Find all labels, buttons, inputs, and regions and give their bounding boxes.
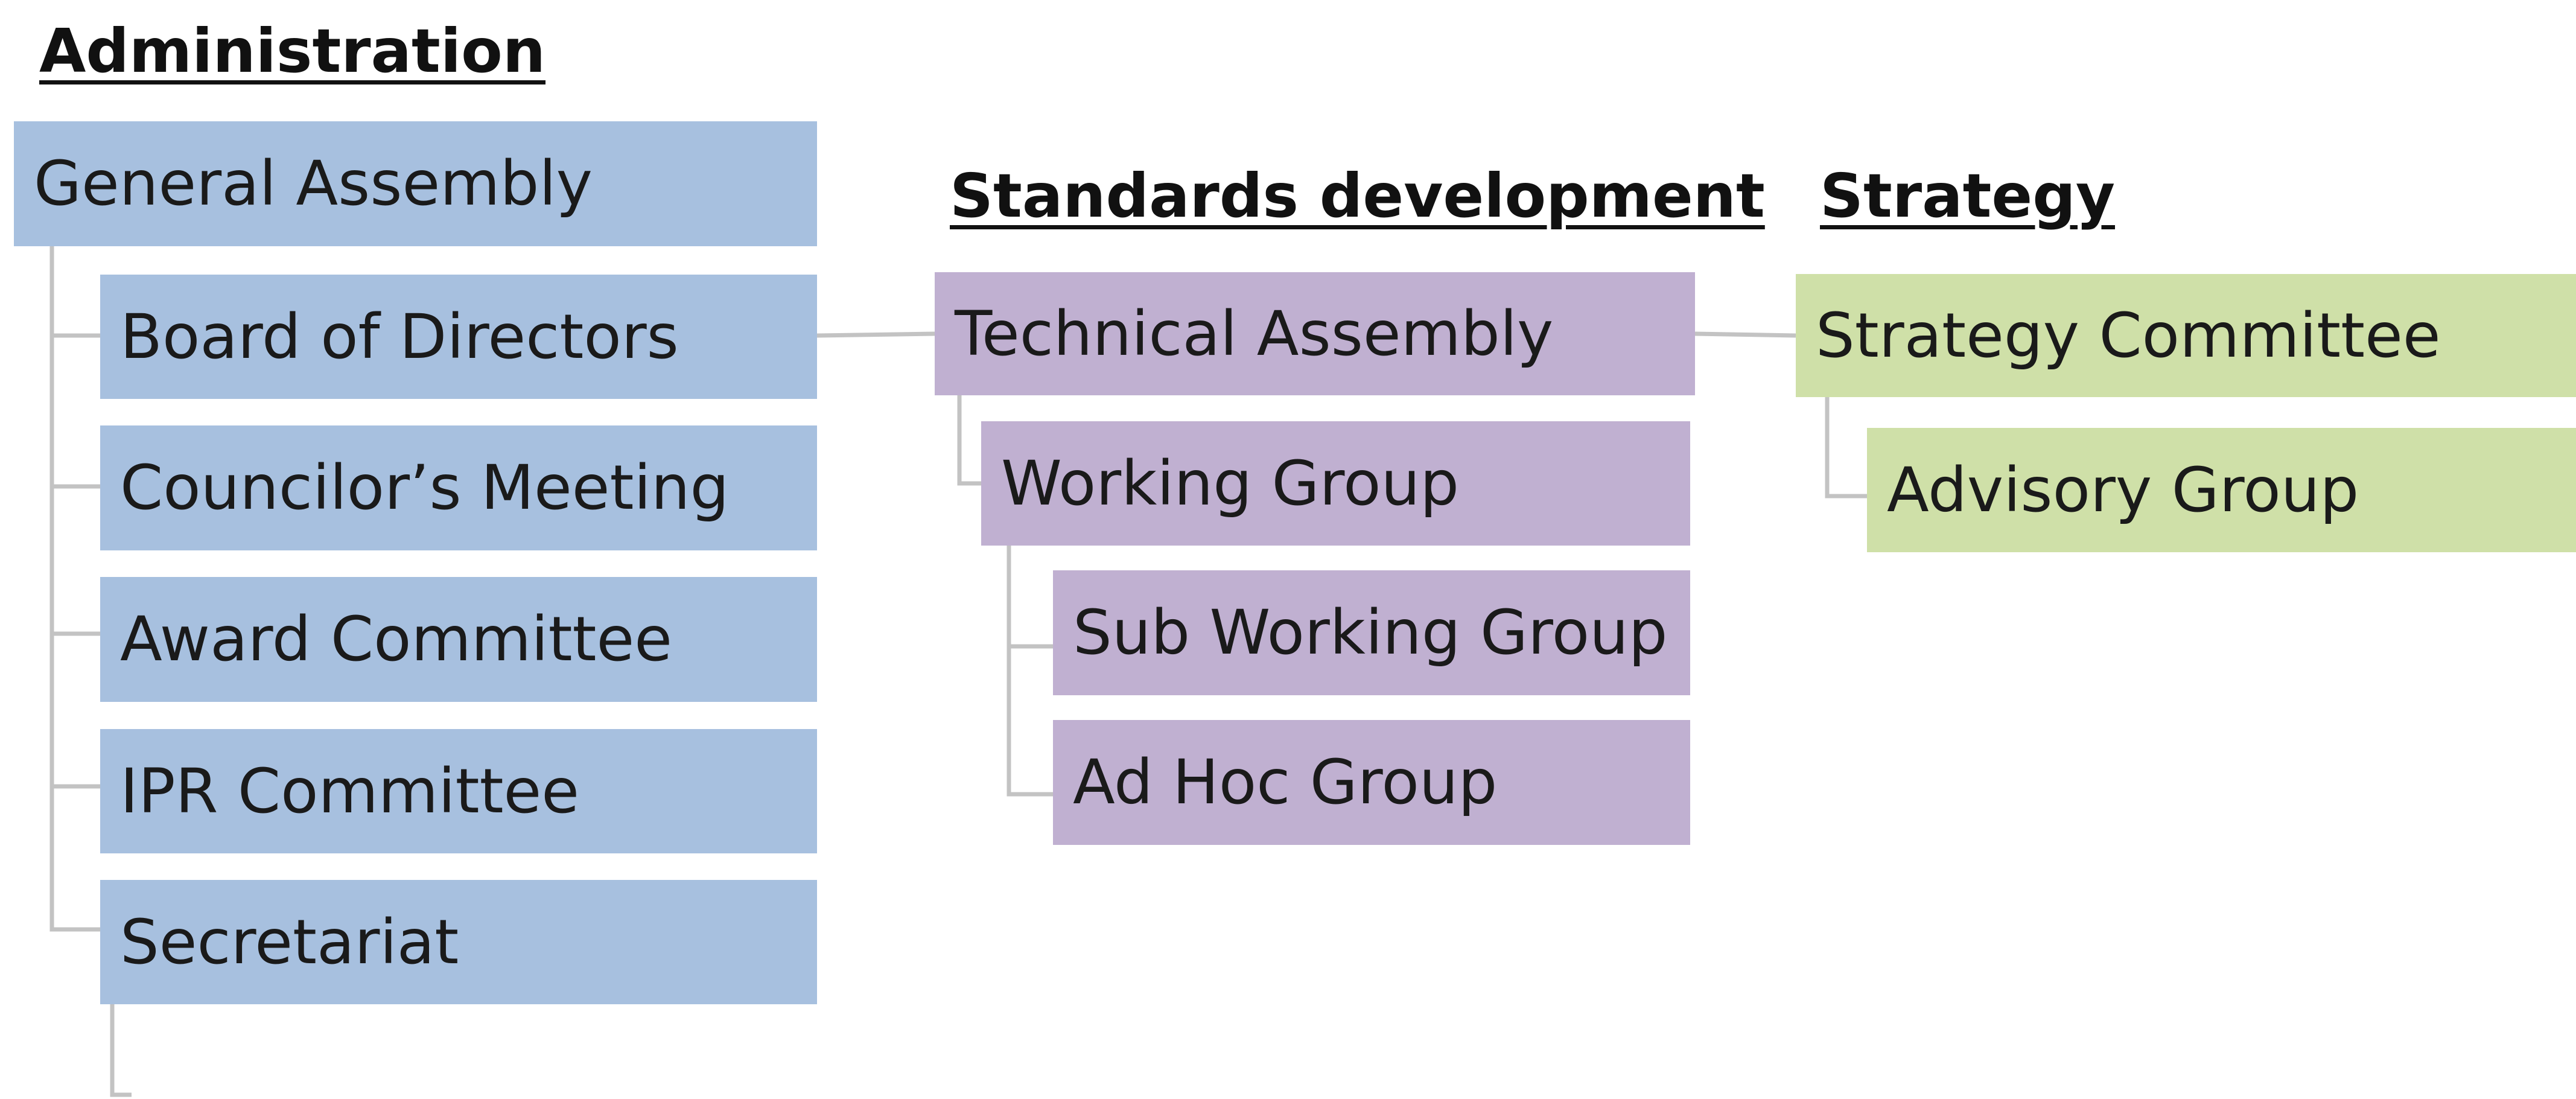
advisory-group-box: Advisory Group bbox=[1867, 428, 2576, 552]
councilors-meeting-box: Councilor’s Meeting bbox=[100, 425, 817, 550]
connector-working-group-to-children bbox=[1007, 546, 1053, 797]
secretariat-box: Secretariat bbox=[100, 880, 817, 1004]
connector-technical-assembly-to-strategy-committee bbox=[1694, 331, 1796, 338]
ad-hoc-group-label: Ad Hoc Group bbox=[1073, 747, 1498, 818]
ipr-committee-label: IPR Committee bbox=[120, 755, 580, 827]
general-assembly-label: General Assembly bbox=[34, 148, 593, 220]
connector-strategy-committee-to-advisory-group bbox=[1825, 397, 1867, 499]
standards-development-heading: Standards development bbox=[950, 161, 1765, 231]
working-group-box: Working Group bbox=[981, 421, 1690, 546]
advisory-group-label: Advisory Group bbox=[1887, 454, 2359, 526]
board-of-directors-label: Board of Directors bbox=[120, 301, 679, 373]
sub-working-group-box: Sub Working Group bbox=[1053, 570, 1690, 695]
ad-hoc-group-box: Ad Hoc Group bbox=[1053, 720, 1690, 845]
ipr-committee-box: IPR Committee bbox=[100, 729, 817, 853]
connector-technical-assembly-to-working-group bbox=[957, 395, 981, 486]
sub-working-group-label: Sub Working Group bbox=[1073, 597, 1668, 669]
secretariat-label: Secretariat bbox=[120, 906, 459, 978]
award-committee-label: Award Committee bbox=[120, 604, 673, 675]
strategy-committee-label: Strategy Committee bbox=[1816, 299, 2441, 372]
connector-below-secretariat bbox=[110, 1004, 132, 1097]
board-of-directors-box: Board of Directors bbox=[100, 275, 817, 399]
award-committee-box: Award Committee bbox=[100, 577, 817, 702]
connector-board-to-technical-assembly bbox=[816, 331, 935, 338]
strategy-heading: Strategy bbox=[1820, 161, 2116, 231]
strategy-committee-box: Strategy Committee bbox=[1796, 274, 2576, 397]
connector-general-assembly-to-children bbox=[49, 246, 100, 932]
working-group-label: Working Group bbox=[1001, 447, 1459, 520]
technical-assembly-box: Technical Assembly bbox=[935, 272, 1695, 395]
administration-heading: Administration bbox=[39, 16, 546, 86]
general-assembly-box: General Assembly bbox=[14, 121, 817, 246]
technical-assembly-label: Technical Assembly bbox=[955, 298, 1554, 370]
councilors-meeting-label: Councilor’s Meeting bbox=[120, 452, 730, 524]
